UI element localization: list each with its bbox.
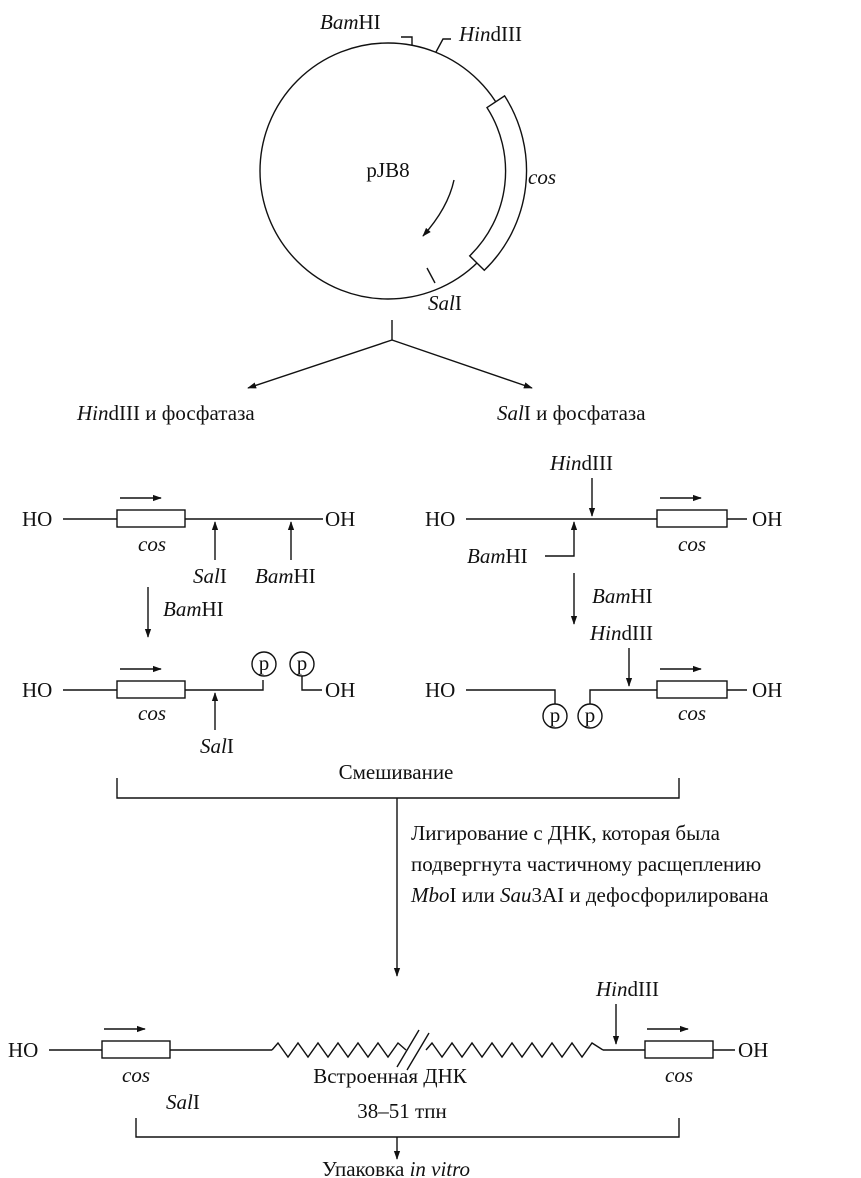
cos-box — [101, 1040, 171, 1059]
end-oh-label: OH — [325, 507, 355, 531]
ligation-line-1: Лигирование с ДНК, которая была — [411, 821, 721, 845]
cos-label: cos — [138, 532, 166, 556]
left-bamhi-digest-label: BamHI — [163, 597, 224, 621]
bamhi-site-arrow — [545, 521, 578, 557]
cos-box — [644, 1040, 714, 1059]
end-oh-label: OH — [752, 507, 782, 531]
hindiii-site-label: HindIII — [549, 451, 613, 475]
end-ho-label: HO — [22, 507, 52, 531]
cos-label: cos — [138, 701, 166, 725]
plasmid-name: pJB8 — [366, 158, 409, 182]
branch-left-label: HindIII и фосфатаза — [76, 401, 255, 425]
phosphate-label: p — [550, 703, 561, 727]
sali-site-label: SalI — [200, 734, 234, 758]
plasmid-bamhi-label: BamHI — [320, 10, 381, 34]
end-ho-label: HO — [425, 678, 455, 702]
dna-line — [63, 680, 264, 691]
cos-label: cos — [665, 1063, 693, 1087]
insert-zigzag — [271, 1041, 407, 1059]
size-bracket: 38–51 тпн Упаковка in vitro — [135, 1099, 680, 1178]
cos-box — [656, 680, 728, 699]
plasmid-hindiii-label: HindIII — [458, 22, 522, 46]
cos-box — [116, 509, 186, 528]
plasmid-sali-label: SalI — [428, 291, 462, 315]
branch-left-arrow — [247, 339, 393, 389]
branch-right-label: SalI и фосфатаза — [497, 401, 646, 425]
bamhi-site-label: BamHI — [255, 564, 316, 588]
branch-right-arrow — [391, 339, 533, 389]
mixing-bracket: Смешивание — [116, 760, 680, 977]
phosphate-circle — [542, 703, 568, 729]
insert-label: Встроенная ДНК — [313, 1064, 468, 1088]
end-ho-label: HO — [22, 678, 52, 702]
sali-site-label: SalI — [193, 564, 227, 588]
hindiii-site-label: HindIII — [595, 977, 659, 1001]
packaging-label: Упаковка in vitro — [322, 1157, 470, 1178]
end-oh-label: OH — [738, 1038, 768, 1062]
cos-label: cos — [122, 1063, 150, 1087]
plasmid-pjb8: pJB8 cos BamHI HindIII SalI — [259, 10, 556, 315]
direction-arrow — [422, 179, 455, 237]
phosphate-circle — [251, 651, 277, 677]
hindiii-tick — [435, 38, 451, 53]
cos-label: cos — [678, 532, 706, 556]
bracket-line — [135, 1118, 680, 1138]
mixing-label: Смешивание — [339, 760, 454, 784]
end-oh-label: OH — [752, 678, 782, 702]
recombinant-dna: HindIII HO OH cos cos Встроенная ДНК Sal… — [8, 977, 768, 1114]
dna-fragment-line — [301, 676, 322, 691]
bracket-line — [116, 778, 680, 799]
cos-label: cos — [678, 701, 706, 725]
dna-line — [589, 689, 747, 704]
left-digested-dna: HO p p OH cos SalI — [22, 651, 355, 758]
end-ho-label: HO — [8, 1038, 38, 1062]
end-oh-label: OH — [325, 678, 355, 702]
phosphate-label: p — [259, 651, 270, 675]
ligation-line-3: MboI или Sau3AI и дефосфорилирована — [410, 883, 769, 907]
dna-fragment-line — [466, 689, 556, 704]
bamhi-tick — [401, 36, 413, 45]
plasmid-cos-label: cos — [528, 165, 556, 189]
size-label: 38–51 тпн — [357, 1099, 446, 1123]
right-linear-dna: HindIII HO OH cos BamHI — [425, 451, 782, 568]
phosphate-label: p — [585, 703, 596, 727]
insert-zigzag — [425, 1041, 604, 1059]
cos-region-box — [468, 94, 528, 272]
break-mark — [396, 1029, 430, 1071]
end-ho-label: HO — [425, 507, 455, 531]
sali-site-label: SalI — [166, 1090, 200, 1114]
sali-tick — [426, 267, 436, 284]
bamhi-site-label: BamHI — [467, 544, 528, 568]
right-digested-dna: HindIII HO p p OH cos — [425, 621, 782, 729]
cos-box — [116, 680, 186, 699]
right-bamhi-digest-label: BamHI — [592, 584, 653, 608]
ligation-line-2: подвергнута частичному расщеплению — [411, 852, 761, 876]
ligation-text: Лигирование с ДНК, которая была подвергн… — [410, 821, 769, 907]
cos-box — [656, 509, 728, 528]
branch-split: HindIII и фосфатаза SalI и фосфатаза — [76, 320, 646, 425]
left-linear-dna: HO OH cos SalI BamHI — [22, 494, 355, 588]
hindiii-site-label: HindIII — [589, 621, 653, 645]
phosphate-label: p — [297, 651, 308, 675]
